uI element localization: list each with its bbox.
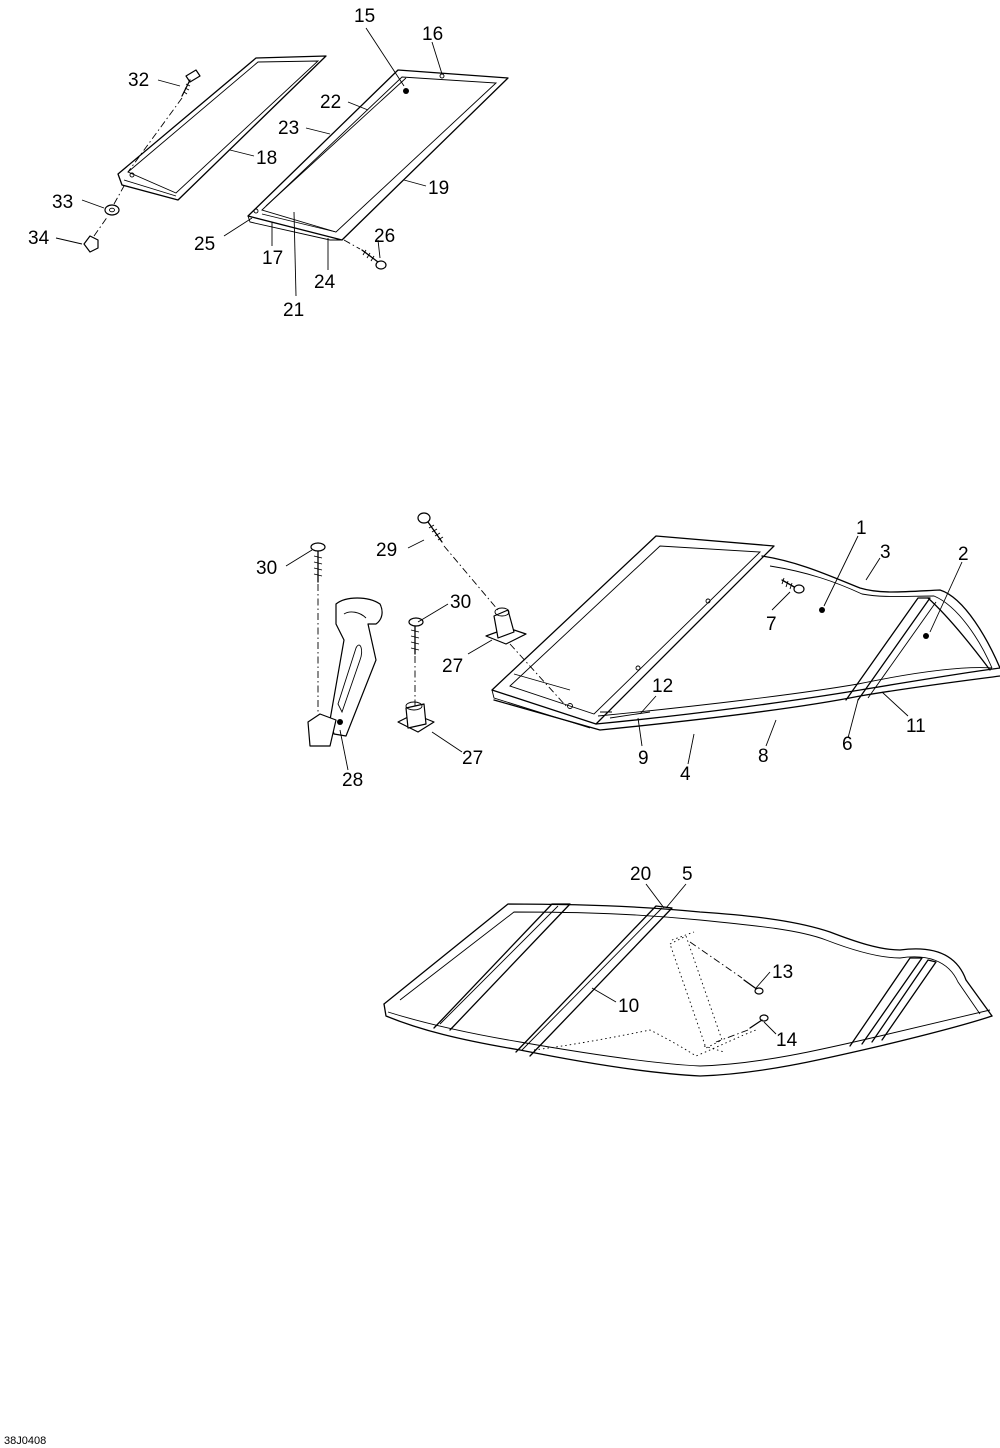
callout-12: 12 (652, 676, 673, 697)
screw-14 (715, 1014, 769, 1043)
callout-25: 25 (194, 234, 215, 255)
callout-6: 6 (842, 734, 853, 755)
callout-11: 11 (906, 716, 926, 737)
callout-1: 1 (856, 518, 867, 539)
callout-27-upper: 27 (442, 656, 463, 677)
callout-29: 29 (376, 540, 397, 561)
callout-33: 33 (52, 192, 73, 213)
callout-24: 24 (314, 272, 336, 293)
door-assembly (83, 55, 509, 270)
assembled-windshield (383, 903, 993, 1077)
callout-4: 4 (680, 764, 691, 785)
stay-rod (669, 931, 725, 1053)
callout-2: 2 (958, 544, 969, 565)
diagram-reference-code: 38J0408 (4, 1435, 46, 1447)
bracket-27-lower (397, 701, 435, 733)
callout-labels: 15 16 32 22 23 18 19 33 34 25 26 17 24 2… (28, 6, 969, 1051)
callout-16: 16 (422, 24, 443, 45)
bracket-27-upper (485, 607, 567, 707)
callout-28: 28 (342, 770, 363, 791)
callout-7: 7 (766, 614, 777, 635)
callout-15: 15 (354, 6, 375, 27)
callout-18: 18 (256, 148, 277, 169)
callout-21: 21 (283, 300, 304, 321)
callout-leaders (55, 27, 963, 1035)
screw-29 (417, 512, 499, 611)
nut-34 (83, 215, 109, 253)
callout-19: 19 (428, 178, 449, 199)
callout-22: 22 (320, 92, 341, 113)
screw-30-middle (408, 617, 424, 706)
callout-23: 23 (278, 118, 299, 139)
screw-26 (343, 239, 387, 270)
windshield-assembly (307, 512, 1000, 747)
callout-30-left: 30 (256, 558, 277, 579)
callout-10: 10 (618, 996, 639, 1017)
callout-5: 5 (682, 864, 693, 885)
door-frame (247, 69, 509, 241)
callout-20: 20 (630, 864, 651, 885)
callout-32: 32 (128, 70, 149, 91)
callout-30-middle: 30 (450, 592, 471, 613)
callout-26: 26 (374, 226, 395, 247)
callout-8: 8 (758, 746, 769, 767)
washer-33 (104, 185, 125, 216)
screw-7 (781, 577, 805, 594)
callout-17: 17 (262, 248, 283, 269)
screw-32 (127, 69, 201, 173)
callout-34: 34 (28, 228, 50, 249)
door-pane (117, 55, 327, 201)
screw-13 (689, 941, 764, 995)
callout-3: 3 (880, 542, 891, 563)
callout-14: 14 (776, 1030, 798, 1051)
callout-13: 13 (772, 962, 793, 983)
callout-9: 9 (638, 748, 649, 769)
screw-30-left (310, 542, 326, 712)
callout-27-lower: 27 (462, 748, 483, 769)
hinge-28 (307, 597, 383, 747)
